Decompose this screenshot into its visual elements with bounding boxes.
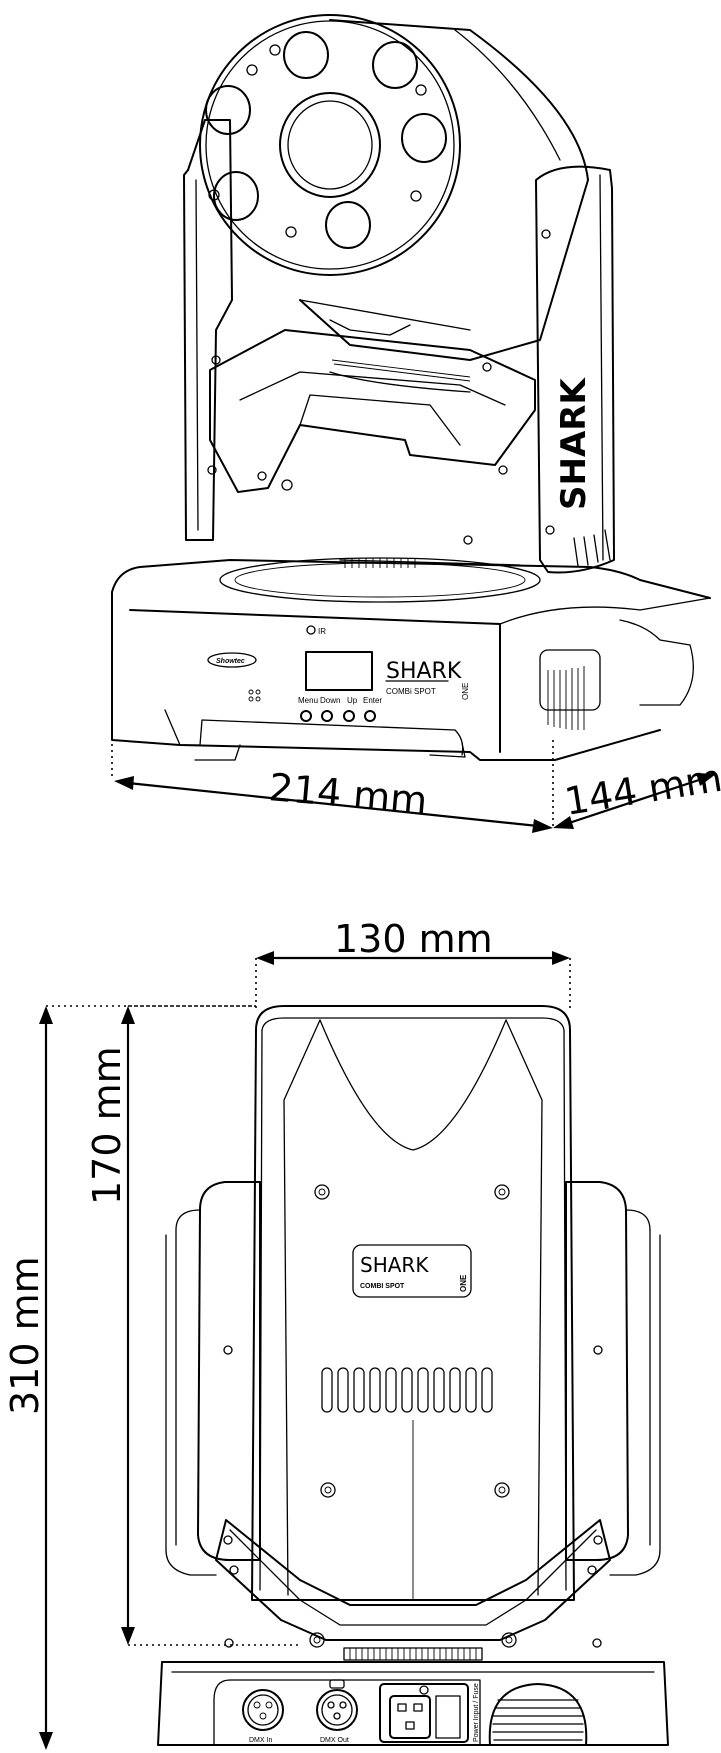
yoke-left-arm bbox=[183, 119, 233, 541]
power-inlet-fuse: Power Input / Fuse bbox=[379, 1683, 480, 1743]
head-logo-name: SHARK bbox=[360, 1253, 429, 1277]
brand-logo: Showtec bbox=[216, 658, 245, 665]
rear-view: 130 mm 170 mm 310 mm bbox=[3, 917, 669, 1750]
menu-button[interactable] bbox=[300, 710, 312, 722]
tilt-bracket bbox=[209, 329, 536, 493]
button-label-up: Up bbox=[347, 696, 358, 705]
front-panel: IR Showtec Menu Down Up Enter SHARK COMB… bbox=[207, 625, 470, 722]
head-body bbox=[299, 19, 589, 361]
head-height-label: 170 mm bbox=[85, 1046, 129, 1205]
front-product-suffix: ONE bbox=[461, 683, 470, 700]
front-product-line: COMBi SPOT bbox=[386, 687, 436, 696]
rear-yoke-right bbox=[565, 1181, 629, 1561]
perspective-view: SHARK IR Showtec bbox=[111, 14, 721, 833]
dimension-214mm: 214 mm bbox=[111, 690, 554, 833]
dimension-170mm: 170 mm bbox=[85, 1005, 300, 1646]
button-label-enter: Enter bbox=[363, 696, 382, 705]
dimension-144mm: 144 mm bbox=[553, 756, 721, 829]
power-label: Power Input / Fuse bbox=[473, 1683, 480, 1742]
dimension-310mm: 310 mm bbox=[3, 1005, 256, 1750]
side-logo: SHARK bbox=[554, 377, 594, 510]
dimension-130mm: 130 mm bbox=[255, 917, 571, 1010]
head-width-label: 130 mm bbox=[334, 917, 493, 961]
enter-button[interactable] bbox=[364, 710, 376, 722]
button-label-down: Down bbox=[320, 696, 340, 705]
front-product-name: SHARK bbox=[386, 659, 462, 684]
head-logo-suffix: ONE bbox=[459, 1274, 468, 1292]
ventilation-dots bbox=[248, 689, 261, 702]
display-screen bbox=[305, 651, 373, 691]
base bbox=[111, 557, 711, 761]
head-vent-slots bbox=[321, 1367, 493, 1413]
fan-grille bbox=[488, 1683, 588, 1746]
dmx-in-connector: DMX In bbox=[242, 1689, 284, 1744]
up-button[interactable] bbox=[343, 710, 355, 722]
rear-head-logo: SHARK COMBI SPOT ONE bbox=[352, 1244, 472, 1298]
dmx-out-label: DMX Out bbox=[320, 1737, 349, 1744]
down-button[interactable] bbox=[321, 710, 333, 722]
dmx-in-label: DMX In bbox=[249, 1737, 272, 1744]
button-label-menu: Menu bbox=[298, 696, 318, 705]
yoke-right-arm bbox=[535, 165, 615, 574]
rear-base bbox=[157, 1661, 669, 1746]
rear-yoke-left bbox=[197, 1181, 261, 1561]
depth-dimension-label: 144 mm bbox=[562, 756, 721, 824]
width-dimension-label: 214 mm bbox=[267, 765, 429, 823]
rear-tilt-bracket bbox=[215, 1519, 611, 1641]
dmx-out-connector: DMX Out bbox=[316, 1679, 358, 1744]
total-height-label: 310 mm bbox=[3, 1256, 47, 1415]
rear-head-housing bbox=[251, 1005, 575, 1601]
lens-ring bbox=[199, 14, 461, 276]
ir-label: IR bbox=[318, 627, 326, 636]
head-logo-line: COMBI SPOT bbox=[360, 1283, 405, 1290]
